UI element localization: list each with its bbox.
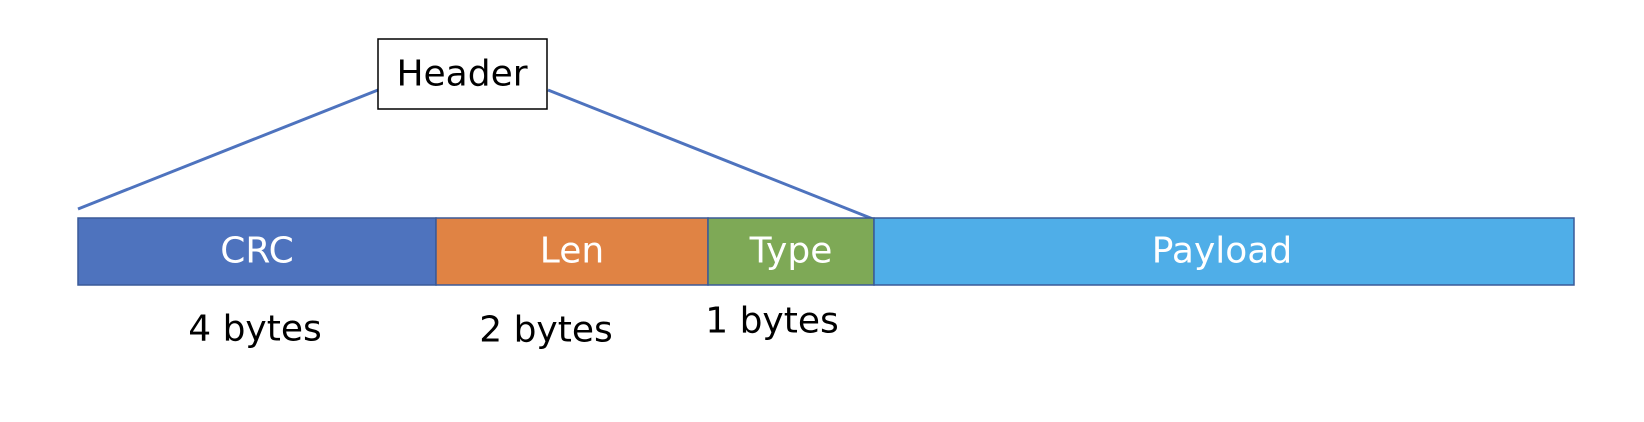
field-type-label: Type bbox=[749, 231, 833, 272]
field-payload-block bbox=[873, 217, 1575, 286]
field-crc-label: CRC bbox=[220, 231, 294, 272]
size-label-type: 1 bytes bbox=[705, 301, 839, 342]
header-label: Header bbox=[396, 54, 527, 95]
field-type-block bbox=[707, 217, 875, 286]
field-payload-label: Payload bbox=[1152, 231, 1292, 272]
header-box bbox=[377, 38, 548, 110]
header-callout-line-left bbox=[77, 88, 379, 211]
field-type: Type bbox=[707, 217, 875, 286]
field-len: Len bbox=[435, 217, 709, 286]
header-callout-line-right bbox=[547, 88, 874, 221]
field-len-block bbox=[435, 217, 709, 286]
field-crc: CRC bbox=[77, 217, 437, 286]
field-len-label: Len bbox=[540, 231, 604, 272]
size-label-len: 2 bytes bbox=[479, 310, 613, 351]
header-callout: Header bbox=[377, 38, 548, 110]
field-payload: Payload bbox=[873, 217, 1575, 286]
size-label-crc: 4 bytes bbox=[188, 309, 322, 350]
field-crc-block bbox=[77, 217, 437, 286]
